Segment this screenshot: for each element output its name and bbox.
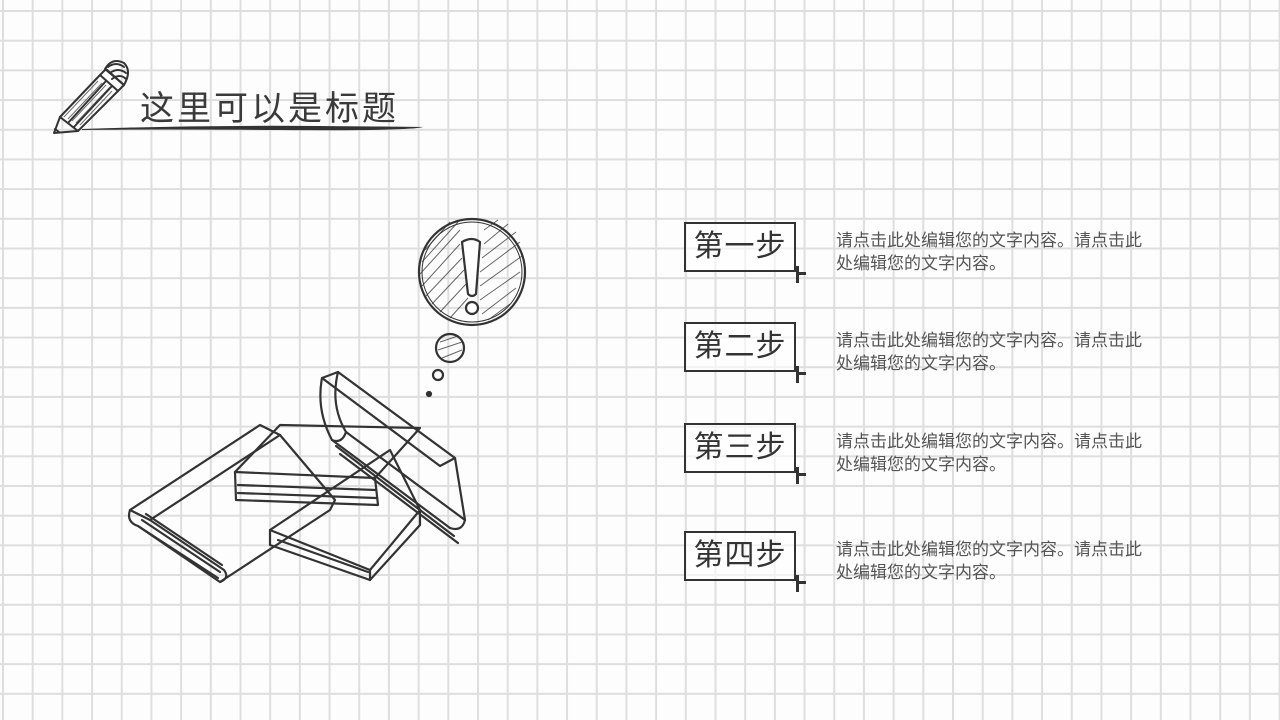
step-label-3[interactable]: 第三步 [684,423,796,473]
pencil-icon [53,60,129,134]
step-corner-mark [796,581,806,584]
step-corner-mark [796,372,806,375]
step-text-2[interactable]: 请点击此处编辑您的文字内容。请点击此处编辑您的文字内容。 [836,331,1142,374]
step-corner-mark [796,575,799,592]
step-corner-mark [796,272,806,275]
step-text-1[interactable]: 请点击此处编辑您的文字内容。请点击此处编辑您的文字内容。 [836,231,1142,274]
step-row-3: 第三步 请点击此处编辑您的文字内容。请点击此处编辑您的文字内容。 [684,423,1154,484]
step-text-4[interactable]: 请点击此处编辑您的文字内容。请点击此处编辑您的文字内容。 [836,540,1142,583]
page-title[interactable]: 这里可以是标题 [140,89,399,129]
step-row-1: 第一步 请点击此处编辑您的文字内容。请点击此处编辑您的文字内容。 [684,222,1154,283]
step-label-1[interactable]: 第一步 [684,222,796,272]
step-corner-mark [796,467,799,484]
step-label-4[interactable]: 第四步 [684,531,796,581]
step-label-2[interactable]: 第二步 [684,322,796,372]
step-corner-mark [796,473,806,476]
books-illustration [127,217,527,584]
step-corner-mark [796,266,799,283]
step-text-3[interactable]: 请点击此处编辑您的文字内容。请点击此处编辑您的文字内容。 [836,432,1142,475]
step-row-4: 第四步 请点击此处编辑您的文字内容。请点击此处编辑您的文字内容。 [684,531,1154,592]
title-underline [82,125,425,131]
step-row-2: 第二步 请点击此处编辑您的文字内容。请点击此处编辑您的文字内容。 [684,322,1154,383]
title-area: 这里可以是标题 [50,55,430,140]
step-corner-mark [796,366,799,383]
